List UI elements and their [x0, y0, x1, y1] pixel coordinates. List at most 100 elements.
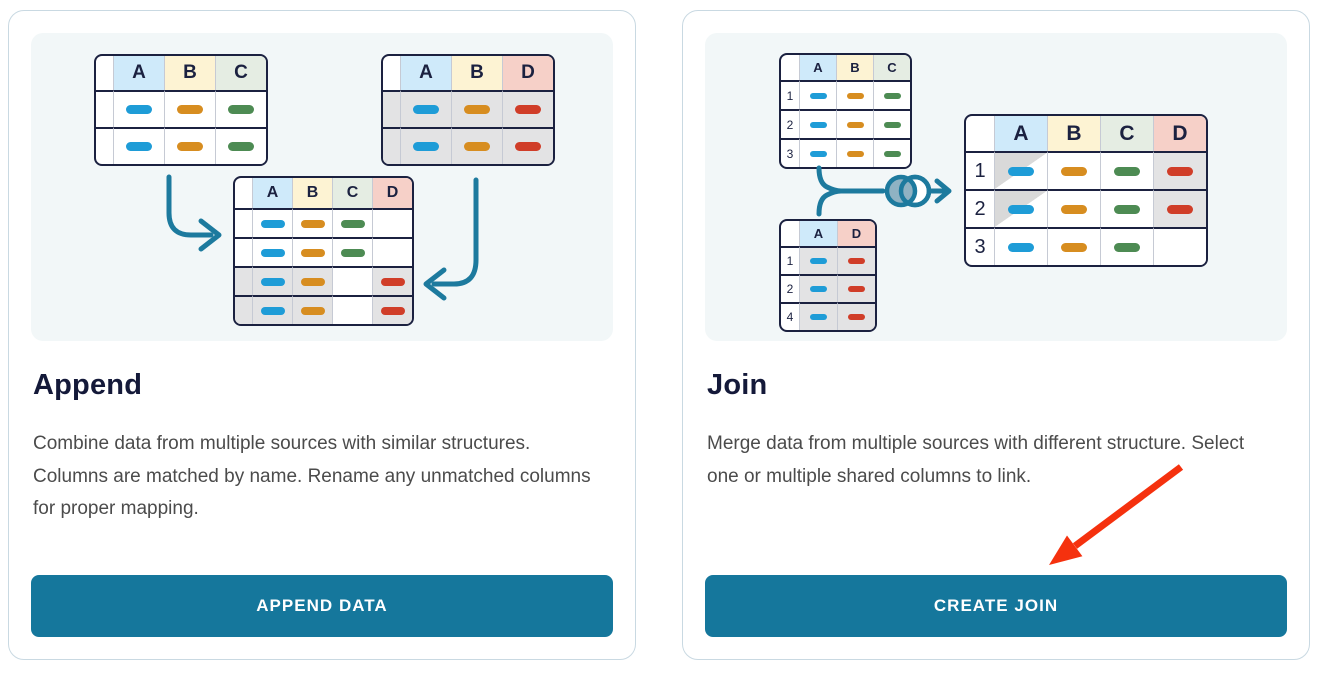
table-cell	[252, 266, 292, 295]
table-cell	[252, 208, 292, 237]
data-pill	[809, 92, 827, 99]
table-cell	[252, 237, 292, 266]
table-cell	[372, 266, 412, 295]
table-cell	[1047, 151, 1100, 189]
table-cell	[96, 90, 113, 127]
data-pill	[515, 142, 541, 151]
data-pill	[810, 314, 827, 320]
table-cell: D	[1153, 116, 1206, 151]
data-pill	[300, 277, 325, 286]
curved-arrow-down-right-icon	[166, 174, 222, 252]
table-cell: 1	[781, 246, 799, 274]
data-pill	[126, 142, 152, 151]
data-pill	[1114, 166, 1140, 176]
table-cell	[383, 127, 400, 164]
data-pill	[126, 105, 152, 114]
table-cell: 3	[781, 138, 799, 167]
table-cell: A	[113, 56, 164, 90]
data-pill	[883, 92, 901, 99]
table-cell: 2	[781, 109, 799, 138]
table-cell	[836, 80, 873, 109]
data-pill	[177, 142, 203, 151]
data-pill	[1061, 166, 1087, 176]
table-cell	[799, 138, 836, 167]
table-cell	[383, 56, 400, 90]
table-cell: 2	[781, 274, 799, 302]
table-cell	[451, 127, 502, 164]
data-pill	[300, 248, 325, 257]
table-cell: B	[451, 56, 502, 90]
data-pill	[846, 92, 864, 99]
table-cell	[332, 237, 372, 266]
table-cell	[292, 208, 332, 237]
table-cell	[799, 109, 836, 138]
table-cell	[235, 178, 252, 208]
table-cell	[113, 127, 164, 164]
data-pill	[464, 142, 490, 151]
table-cell: C	[873, 55, 910, 80]
table-cell	[164, 127, 215, 164]
table-cell	[799, 302, 837, 330]
data-pill	[1114, 242, 1140, 252]
create-join-button[interactable]: CREATE JOIN	[705, 575, 1287, 637]
table-cell	[994, 227, 1047, 265]
table-cell	[1047, 227, 1100, 265]
data-pill	[846, 121, 864, 128]
table-cell	[400, 127, 451, 164]
table-cell	[966, 116, 994, 151]
table-cell	[332, 266, 372, 295]
table-cell	[502, 127, 553, 164]
table-cell	[873, 109, 910, 138]
table-cell	[292, 266, 332, 295]
table-cell: B	[836, 55, 873, 80]
table-cell	[1153, 189, 1206, 227]
table-cell	[837, 246, 875, 274]
data-pill	[1167, 204, 1193, 214]
table-cell: 4	[781, 302, 799, 330]
data-pill	[413, 105, 439, 114]
data-pill	[883, 150, 901, 157]
curved-arrow-down-left-icon	[423, 177, 479, 301]
data-pill	[846, 150, 864, 157]
table-cell	[235, 295, 252, 324]
table-cell	[994, 151, 1047, 189]
table-cell	[235, 237, 252, 266]
table-cell	[400, 90, 451, 127]
table-cell	[383, 90, 400, 127]
table-cell	[994, 189, 1047, 227]
data-pill	[413, 142, 439, 151]
append-title: Append	[33, 369, 143, 401]
table-cell	[873, 80, 910, 109]
table-cell	[781, 55, 799, 80]
table-cell: B	[292, 178, 332, 208]
table-cell: A	[252, 178, 292, 208]
data-pill	[260, 277, 285, 286]
table-cell: D	[837, 221, 875, 246]
append-data-button[interactable]: APPEND DATA	[31, 575, 613, 637]
data-pill	[848, 314, 865, 320]
table-cell: D	[372, 178, 412, 208]
table-cell	[836, 138, 873, 167]
data-pill	[1008, 204, 1034, 214]
table-cell	[799, 80, 836, 109]
join-title: Join	[707, 369, 768, 401]
data-pill	[810, 258, 827, 264]
data-pill	[300, 306, 325, 315]
table-cell	[799, 246, 837, 274]
table-cell	[235, 266, 252, 295]
data-pill	[515, 105, 541, 114]
data-pill	[260, 248, 285, 257]
data-pill	[228, 142, 254, 151]
table-cell	[372, 295, 412, 324]
table-cell	[332, 295, 372, 324]
table-cell	[1100, 227, 1153, 265]
table-cell: A	[799, 55, 836, 80]
table-cell: C	[215, 56, 266, 90]
table-cell	[836, 109, 873, 138]
